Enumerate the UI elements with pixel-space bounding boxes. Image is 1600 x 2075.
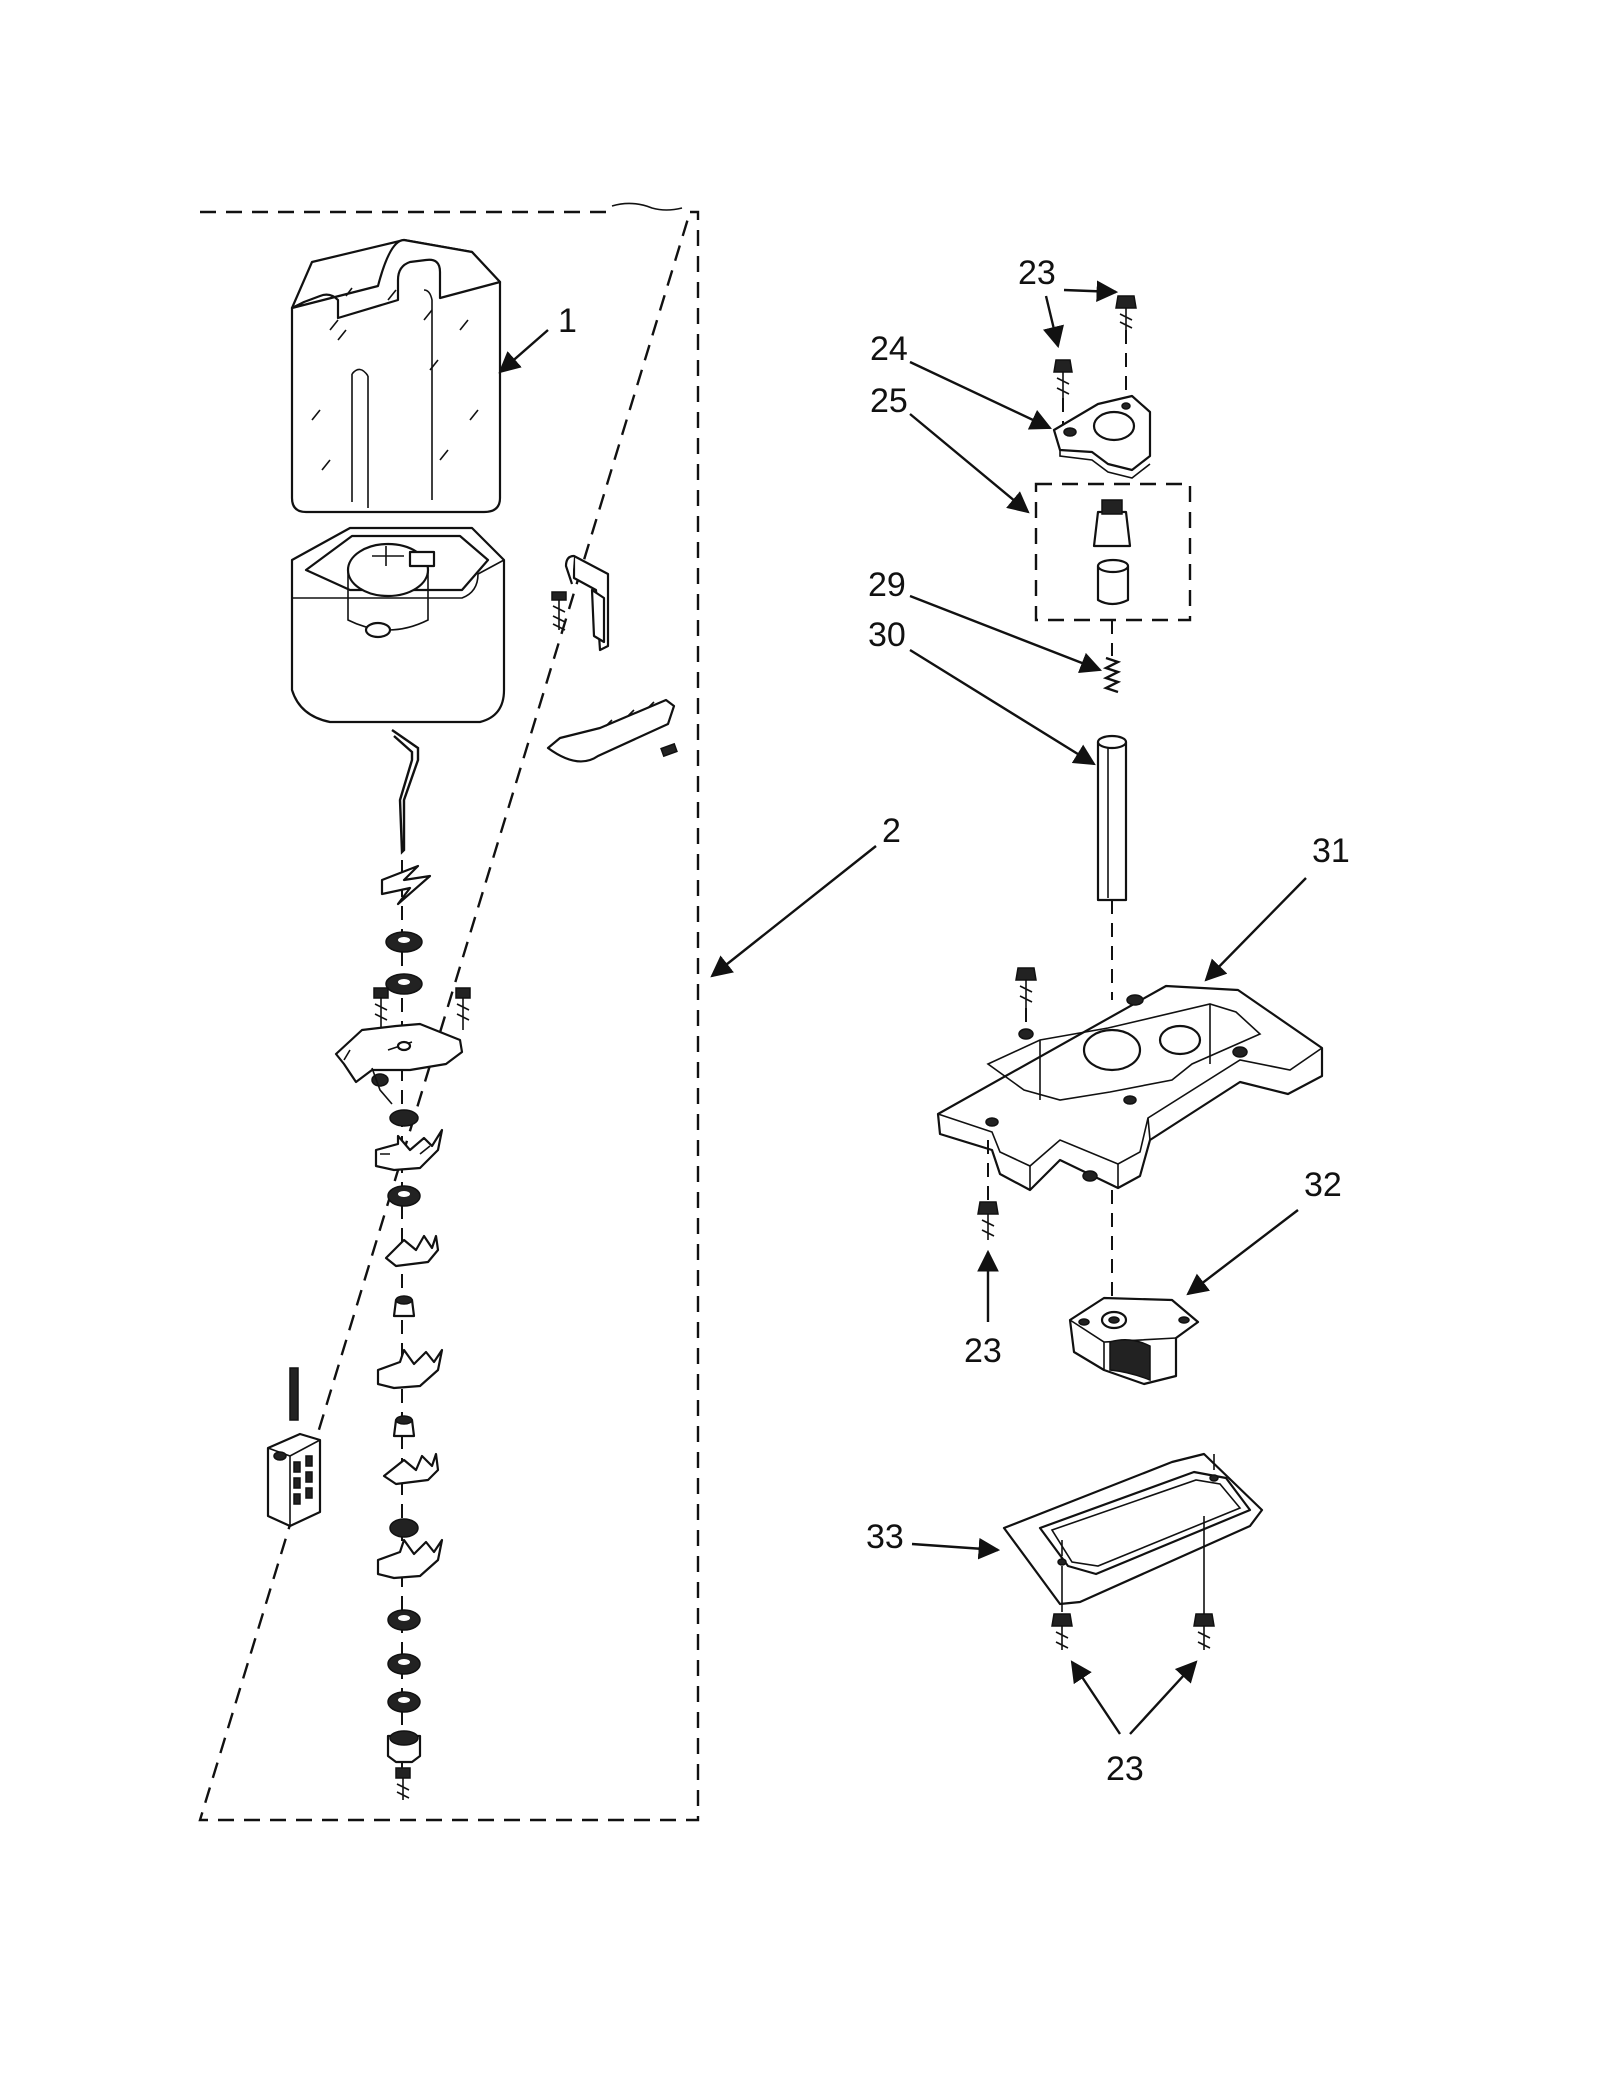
callout-33-label: 33 (866, 1518, 904, 1556)
lever-arm-part (546, 698, 678, 763)
screw-icon (1053, 359, 1073, 398)
callout-32-label: 32 (1304, 1166, 1342, 1204)
assembly-2-group: 1 2 (198, 202, 901, 1822)
callout-29: 29 (868, 566, 1103, 674)
screw-icon (455, 987, 471, 1030)
callout-25: 25 (870, 382, 1030, 514)
callout-24: 24 (870, 330, 1052, 430)
stack-parts (334, 864, 471, 1800)
shaft-30-part (1096, 734, 1128, 902)
callout-25-label: 25 (870, 382, 908, 420)
screw-icon (395, 1767, 411, 1800)
assembly-dashed-boundary (198, 210, 700, 1822)
ice-maker-housing-part (290, 526, 506, 724)
right-parts-group: 23 24 25 29 30 31 32 23 (866, 254, 1350, 1788)
callout-2-label: 2 (882, 812, 901, 850)
screw-icon (1193, 1613, 1215, 1650)
callout-1: 1 (498, 302, 577, 374)
switch-25-part (1092, 499, 1132, 606)
bent-wire-part (391, 729, 420, 855)
washer-icon (387, 1653, 421, 1675)
callout-31-label: 31 (1312, 832, 1350, 870)
callout-23-middle-label: 23 (964, 1332, 1002, 1370)
callout-23-bottom-label: 23 (1106, 1750, 1144, 1788)
callout-29-label: 29 (868, 566, 906, 604)
frame-31-part (936, 984, 1324, 1192)
callout-23-top-label: 23 (1018, 254, 1056, 292)
washer-icon (387, 1609, 421, 1631)
washer-icon (389, 1518, 419, 1538)
callout-32: 32 (1186, 1166, 1342, 1296)
motor-32-part (1068, 1296, 1200, 1386)
ice-bucket-part (290, 238, 502, 514)
washer-icon (389, 1109, 419, 1127)
screw-icon (1115, 295, 1137, 330)
screw-icon (977, 1201, 999, 1240)
screw-icon (1015, 967, 1037, 1008)
bracket-and-screw-part (551, 554, 610, 652)
cover-plate-33-part (1002, 1452, 1264, 1614)
callout-33: 33 (866, 1518, 1001, 1560)
callout-30-label: 30 (868, 616, 906, 654)
callout-2: 2 (710, 812, 901, 978)
callout-31: 31 (1204, 832, 1350, 982)
callout-23-bottom: 23 (1070, 1660, 1198, 1788)
pin-part (289, 1367, 299, 1421)
screw-icon (373, 987, 389, 1030)
callout-24-label: 24 (870, 330, 908, 368)
spring-29-part (1102, 656, 1122, 694)
callout-30: 30 (868, 616, 1096, 766)
washer-icon (385, 931, 423, 953)
screw-icon (551, 591, 567, 631)
washer-icon (385, 973, 423, 995)
washer-icon (387, 1185, 421, 1207)
bracket-24-part (1052, 394, 1152, 479)
terminal-block-part (266, 1432, 322, 1528)
callout-23-top: 23 (1018, 254, 1119, 349)
screw-icon (1051, 1613, 1073, 1650)
callout-1-label: 1 (558, 302, 577, 340)
callout-23-middle: 23 (964, 1249, 1002, 1370)
washer-icon (387, 1691, 421, 1713)
